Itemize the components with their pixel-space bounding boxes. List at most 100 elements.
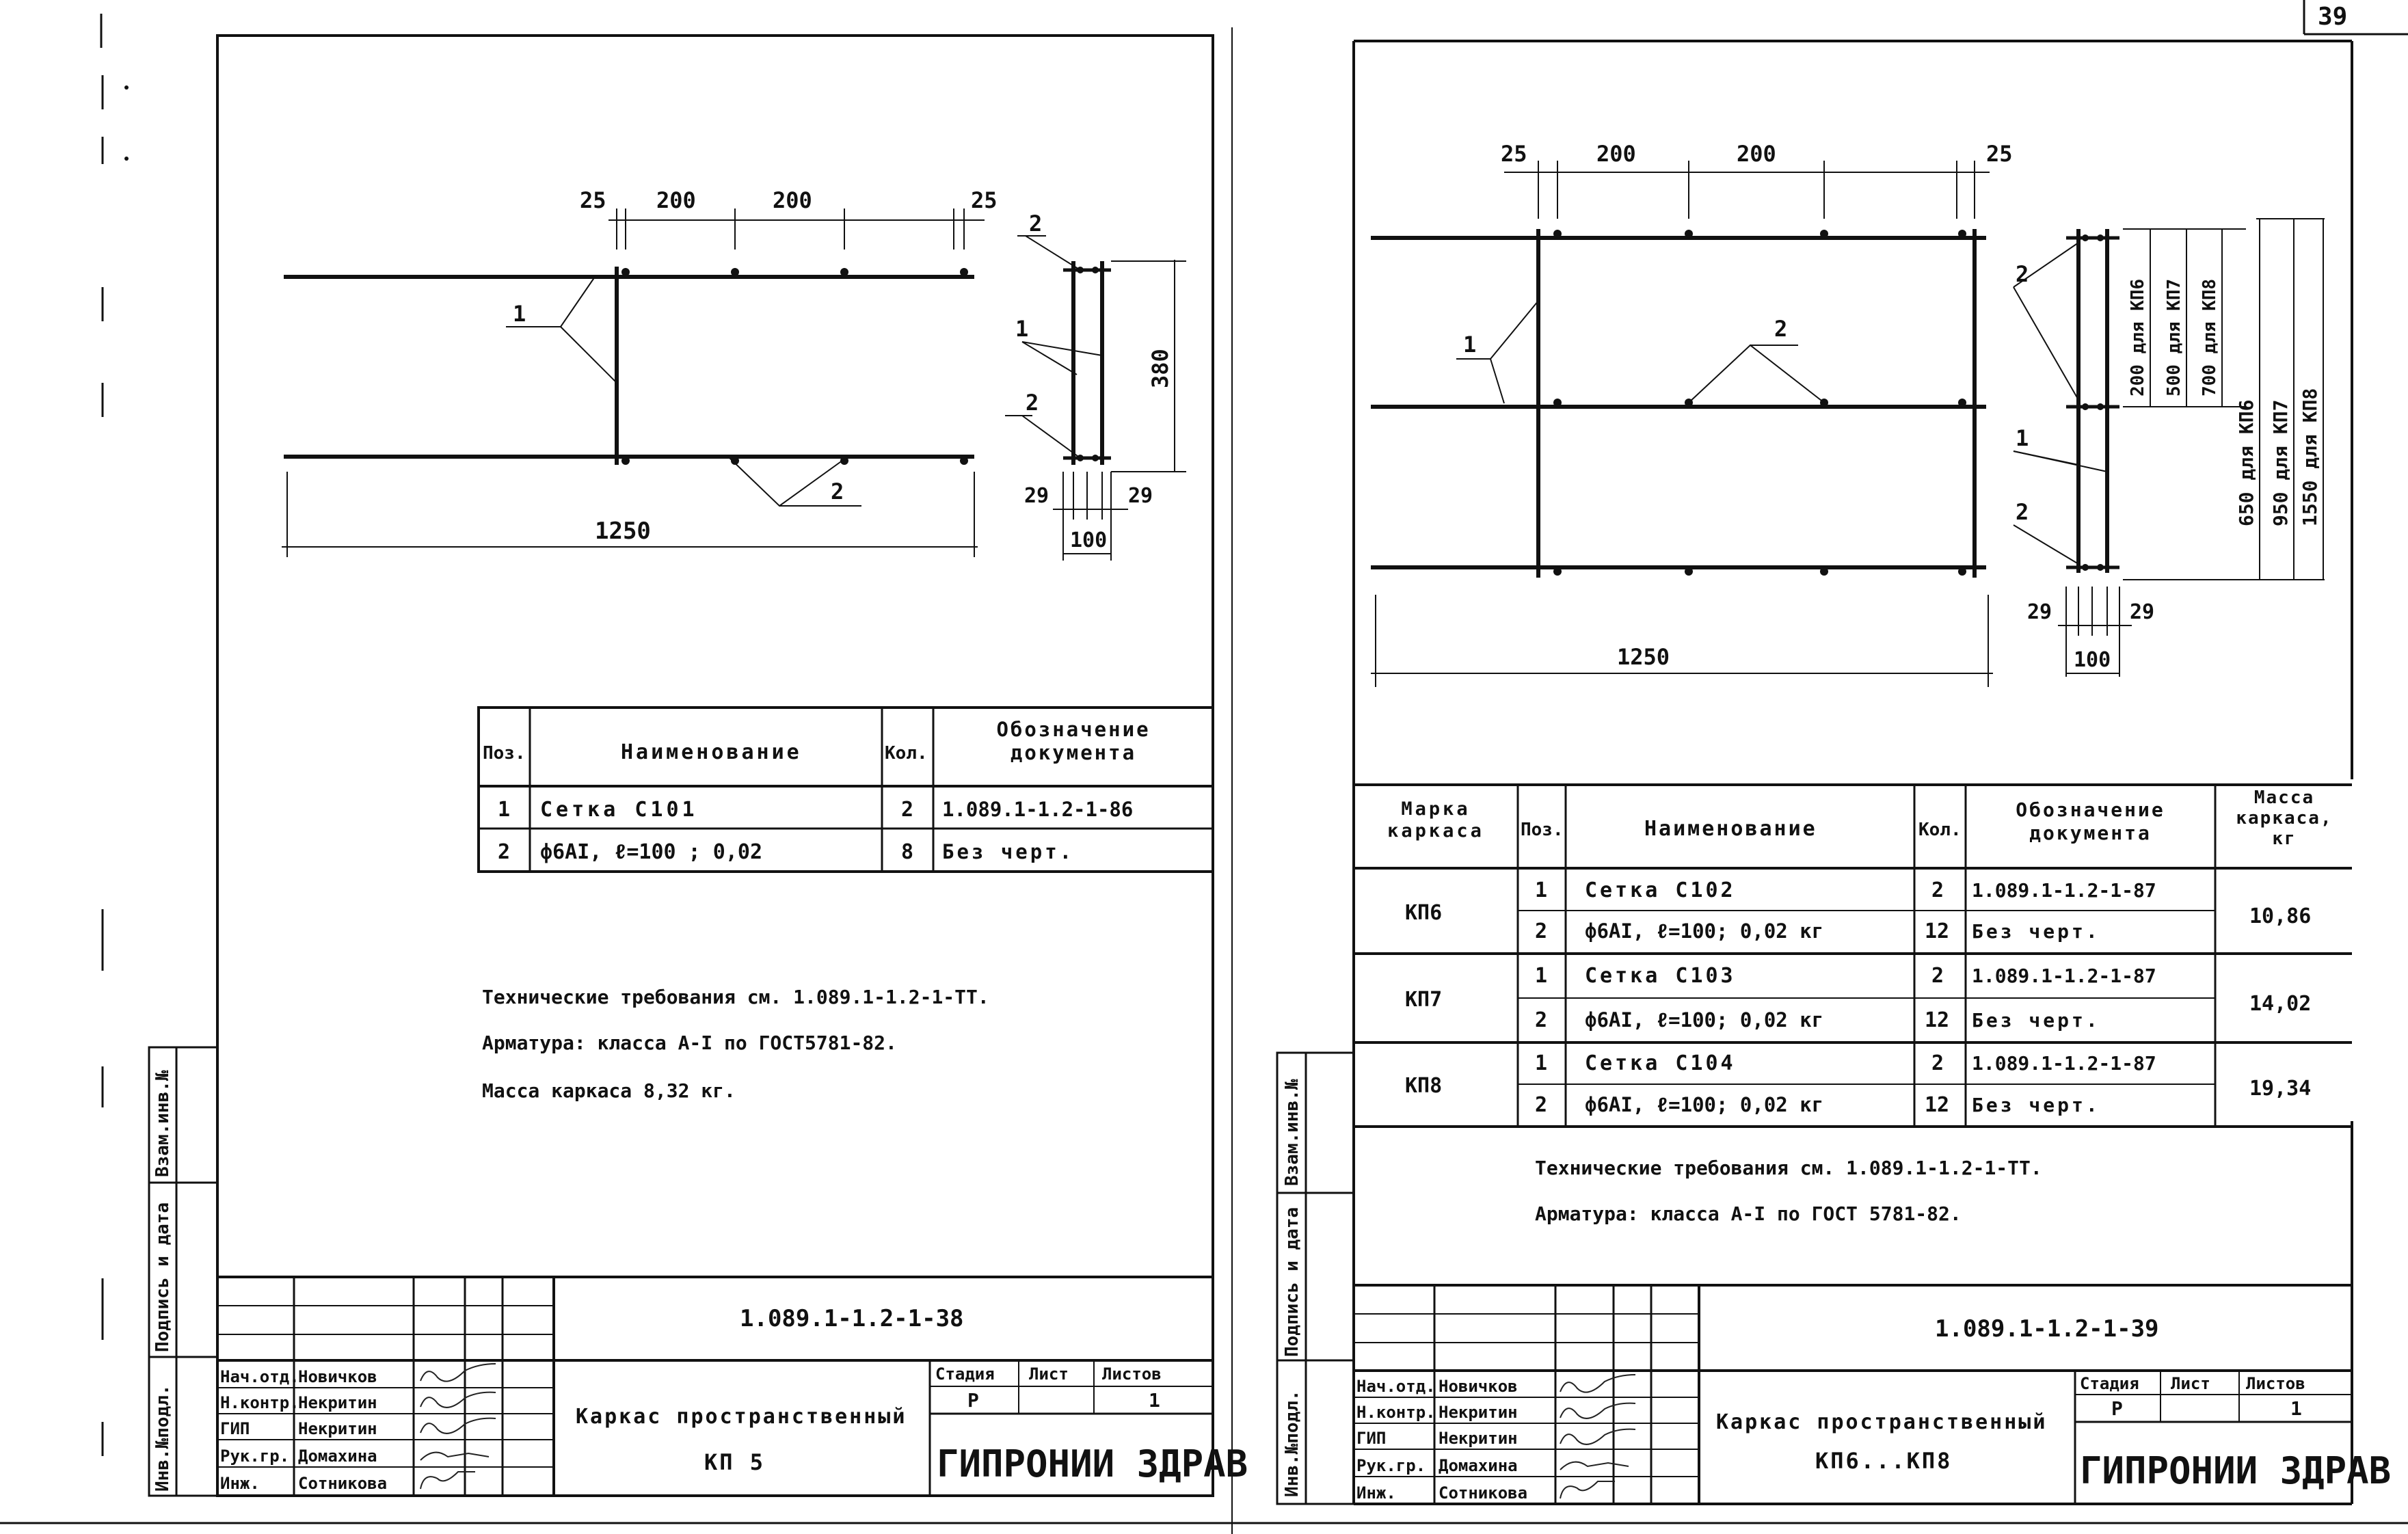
stage-value: Р	[2111, 1397, 2123, 1420]
person-name: Некритин	[298, 1419, 377, 1438]
stage-value: Р	[967, 1389, 979, 1412]
stage-label: Стадия	[2080, 1374, 2139, 1393]
drawing-subtitle: КП6...КП8	[1815, 1448, 1952, 1474]
mass-cell: 14,02	[2249, 992, 2311, 1016]
side-stamp: Взам.инв.№ Подпись и дата Инв.№подл.	[1276, 1051, 1355, 1505]
section-callout-2: 2	[1029, 211, 1042, 237]
spec-cell: ф6АI, ℓ=100; 0,02 кг	[1585, 1008, 1823, 1032]
note-tech-req: Технические требования см. 1.089.1-1.2-1…	[482, 986, 989, 1008]
mass-cell: 19,34	[2249, 1077, 2311, 1101]
role: Инж.	[1356, 1483, 1396, 1503]
section-callout-1: 1	[1015, 316, 1028, 342]
spec-header-doc: Обозначение документа	[2016, 798, 2165, 844]
spec-header-pos: Поз.	[483, 743, 526, 764]
doc-code: 1.089.1-1.2-1-38	[740, 1305, 964, 1332]
spec-cell: 1.089.1-1.2-1-86	[942, 798, 1133, 821]
role: Н.контр.	[220, 1393, 299, 1412]
spec-cell: 2	[1535, 919, 1547, 943]
spec-cell: 2	[1535, 1008, 1547, 1032]
role: Инж.	[220, 1474, 260, 1493]
note-mass: Масса каркаса 8,32 кг.	[482, 1079, 736, 1102]
sheets-value: 1	[2290, 1397, 2302, 1420]
dim-width: 100	[2074, 648, 2111, 672]
org-name: ГИПРОНИИ ЗДРАВ	[2080, 1449, 2391, 1492]
spec-cell: Сетка С104	[1585, 1051, 1736, 1075]
dim-label: 200	[773, 187, 812, 213]
spec-cell: 8	[901, 840, 913, 864]
side-label-orig-inv: Инв.№подл.	[1282, 1390, 1302, 1497]
role: Рук.гр.	[1356, 1456, 1426, 1475]
spec-cell: ф6АI, ℓ=100; 0,02 кг	[1585, 1093, 1823, 1116]
dim-width: 100	[1070, 528, 1107, 552]
spec-cell: 1.089.1-1.2-1-87	[1972, 879, 2156, 902]
mass-cell: 10,86	[2249, 904, 2311, 928]
section-callout-2b: 2	[2016, 499, 2029, 525]
note-rebar: Арматура: класса А-I по ГОСТ5781-82.	[482, 1032, 897, 1054]
spec-cell: 1	[498, 798, 510, 822]
dim-label: 29	[1024, 484, 1049, 508]
mark-cell: КП6	[1405, 901, 1442, 925]
dim-label: 29	[1128, 484, 1153, 508]
person-name: Домахина	[1439, 1456, 1518, 1475]
role: ГИП	[1356, 1429, 1386, 1448]
dim-label: 25	[580, 187, 606, 213]
person-name: Сотникова	[298, 1474, 387, 1493]
role: Нач.отд.	[220, 1367, 299, 1386]
dim-label: 200	[1737, 141, 1776, 167]
signatures	[420, 1363, 496, 1490]
side-label-replace-inv: Взам.инв.№	[152, 1070, 173, 1177]
right-sheet: Взам.инв.№ Подпись и дата Инв.№подл. 25	[1276, 40, 2391, 1505]
spec-cell: 12	[1925, 919, 1949, 943]
dim-label: 25	[1986, 141, 2013, 167]
person-name: Некритин	[1439, 1429, 1518, 1448]
spec-header-name: Наименование	[1644, 817, 1817, 841]
spec-cell: ф6АI, ℓ=100; 0,02 кг	[1585, 919, 1823, 943]
sheet-label: Лист	[1029, 1364, 1069, 1384]
left-sheet: Взам.инв.№ Подпись и дата Инв.№подл. 25 …	[148, 34, 1248, 1497]
title-block: 1.089.1-1.2-1-38 Нач.отд. Н.контр. ГИП Р…	[217, 1276, 1248, 1496]
spec-cell: Сетка С102	[1585, 878, 1736, 902]
sheets-label: Листов	[2246, 1374, 2305, 1393]
sheets-value: 1	[1149, 1389, 1160, 1412]
note-rebar: Арматура: класса А-I по ГОСТ 5781-82.	[1535, 1202, 1962, 1225]
spec-cell: 2	[1931, 964, 1944, 988]
person-name: Новичков	[298, 1367, 377, 1386]
spec-header-name: Наименование	[621, 740, 802, 764]
person-name: Домахина	[298, 1446, 377, 1466]
dim-height-total: 950 для КП7	[2269, 400, 2292, 526]
spec-header-pos: Поз.	[1521, 820, 1564, 840]
binding-marks	[100, 14, 129, 1456]
spec-cell: 1.089.1-1.2-1-87	[1972, 965, 2156, 987]
role: ГИП	[220, 1419, 250, 1438]
side-label-signature-date: Подпись и дата	[1282, 1207, 1302, 1357]
dim-label: 200	[1596, 141, 1636, 167]
spec-cell: ф6АI, ℓ=100 ; 0,02	[540, 840, 762, 864]
callout-1: 1	[1463, 332, 1476, 358]
person-name: Новичков	[1439, 1377, 1518, 1396]
spec-cell: 2	[498, 840, 510, 864]
drawing-title: Каркас пространственный	[576, 1405, 907, 1429]
stage-label: Стадия	[935, 1364, 995, 1384]
spec-cell: 12	[1925, 1093, 1949, 1117]
spec-cell: 2	[1931, 1051, 1944, 1075]
role: Рук.гр.	[220, 1446, 289, 1466]
spec-cell: 12	[1925, 1008, 1949, 1032]
spec-cell: 1.089.1-1.2-1-87	[1972, 1052, 2156, 1075]
person-name: Сотникова	[1439, 1483, 1527, 1503]
dim-label: 200	[656, 187, 696, 213]
callout-2: 2	[1774, 316, 1787, 342]
dim-label: 29	[2027, 600, 2052, 624]
dim-label: 25	[971, 187, 998, 213]
spec-table: Поз. Наименование Кол. Обозначение докум…	[477, 706, 1214, 873]
spec-header-mark: Марка каркаса	[1387, 798, 1484, 842]
frame-section-view: 2 1 2 200 для КП6 500 для КП7 700 для	[2013, 218, 2325, 677]
spec-cell: Сетка С101	[540, 798, 698, 822]
dim-height: 200 для КП6	[2128, 279, 2148, 396]
spec-cell: Сетка С103	[1585, 964, 1736, 988]
spec-cell: 2	[901, 798, 913, 822]
signatures	[1560, 1374, 1636, 1499]
callout-1: 1	[513, 301, 526, 327]
spec-cell: Без черт.	[1972, 920, 2100, 943]
side-stamp: Взам.инв.№ Подпись и дата Инв.№подл.	[148, 1046, 219, 1497]
side-label-signature-date: Подпись и дата	[152, 1202, 173, 1352]
